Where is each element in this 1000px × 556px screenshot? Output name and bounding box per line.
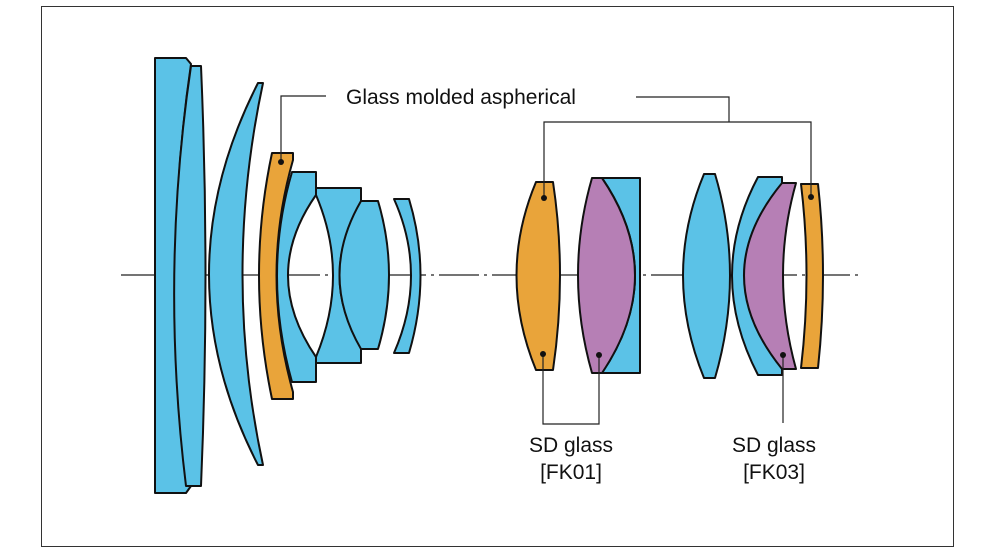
sd-fk01-leader [542,354,600,425]
aspherical-leader-bracket [543,121,812,198]
lens-element-5 [276,171,317,383]
sd-glass-fk01-element [577,177,636,374]
lens-element-2 [173,65,207,487]
lens-element-3 [208,82,264,466]
label-fk03: [FK03] [743,461,805,484]
lens-element-biconvex [682,173,731,379]
aspherical-leader-left [280,95,326,162]
label-sd-glass-2: SD glass [732,434,816,457]
lens-element-7 [338,200,390,350]
label-fk01: [FK01] [540,461,602,484]
aspherical-element-2 [515,181,561,371]
label-glass-molded-aspherical: Glass molded aspherical [346,86,576,109]
diagram-frame [41,6,954,547]
sd-glass-fk03-element [743,182,797,370]
aspherical-leader-right [636,96,730,122]
aspherical-element-3 [800,183,824,369]
lens-element-8 [393,198,422,354]
leader-dots [278,159,814,358]
label-sd-glass-1: SD glass [529,434,613,457]
